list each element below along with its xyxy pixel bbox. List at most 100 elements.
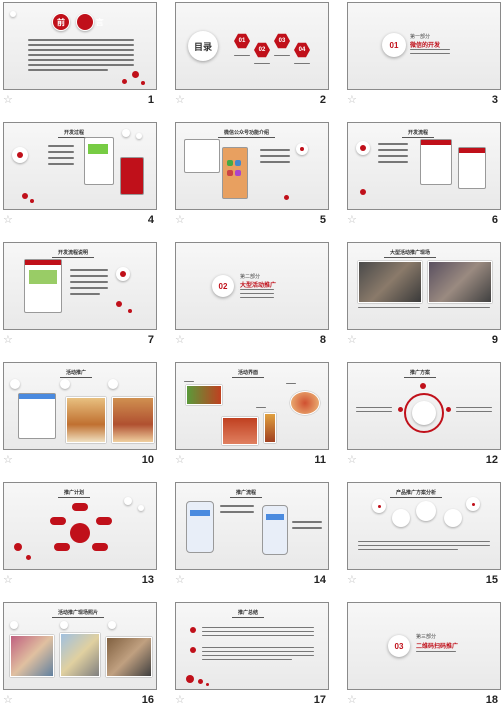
slide-preview[interactable]: 推广计划 (3, 482, 157, 570)
slide-preview[interactable]: 目录 01 02 03 04 (175, 2, 329, 90)
star-icon[interactable]: ☆ (175, 693, 185, 706)
star-icon[interactable]: ☆ (347, 453, 357, 466)
slide-thumb-2[interactable]: 目录 01 02 03 04 ☆ 2 (172, 0, 332, 118)
slide-thumb-13[interactable]: 推广计划 ☆ 13 (0, 480, 160, 598)
text-line (202, 655, 314, 656)
section-circle: 02 (212, 275, 234, 297)
slide-thumb-5[interactable]: 微信公众号功能介绍 ☆ 5 (172, 120, 332, 238)
slide-thumb-9[interactable]: 大型活动推广现场 ☆ 9 (344, 240, 502, 358)
text-line (456, 411, 492, 412)
text-line (28, 49, 134, 51)
slide-preview[interactable]: 02 第二部分 大型活动推广 (175, 242, 329, 330)
slide-number: 12 (485, 454, 498, 466)
slide-thumb-16[interactable]: 活动推广现场照片 ☆ 16 (0, 600, 160, 718)
ring-node (398, 407, 403, 412)
star-icon[interactable]: ☆ (175, 453, 185, 466)
bubble-dot (378, 505, 381, 508)
slide-number: 9 (491, 334, 498, 346)
slide-preview[interactable]: 推广流程 (175, 482, 329, 570)
slide-thumb-15[interactable]: 产品推广方案分析 ☆ 15 (344, 480, 502, 598)
slide-number: 10 (141, 454, 154, 466)
star-icon[interactable]: ☆ (3, 693, 13, 706)
star-icon[interactable]: ☆ (3, 93, 13, 106)
phone-screenshot (84, 137, 114, 185)
text-line (48, 145, 74, 147)
star-icon[interactable]: ☆ (347, 213, 357, 226)
slide-number: 11 (314, 454, 326, 466)
slide-number: 17 (313, 694, 326, 706)
icon-circle (60, 379, 70, 389)
slide-preview[interactable]: 产品推广方案分析 (347, 482, 501, 570)
slide-preview[interactable]: 开发过程 (3, 122, 157, 210)
slide-preview[interactable]: 03 第三部分 二维码扫码推广 (347, 602, 501, 690)
star-icon[interactable]: ☆ (347, 573, 357, 586)
deco-dot (206, 683, 209, 686)
icon-circle (108, 621, 116, 629)
slide-thumb-14[interactable]: 推广流程 ☆ 14 (172, 480, 332, 598)
deco-dot (124, 497, 132, 505)
star-icon[interactable]: ☆ (3, 573, 13, 586)
slide-preview[interactable]: 推广总结 (175, 602, 329, 690)
slide-title: 大型活动推广现场 (384, 249, 437, 258)
phone-screenshot (458, 147, 486, 189)
star-icon[interactable]: ☆ (347, 93, 357, 106)
star-icon[interactable]: ☆ (3, 453, 13, 466)
text-line (28, 39, 134, 41)
star-icon[interactable]: ☆ (347, 333, 357, 346)
slide-preview[interactable]: 01 第一部分 微信的开发 (347, 2, 501, 90)
text-line (240, 297, 274, 298)
text-line (48, 163, 74, 165)
slide-number: 16 (141, 694, 154, 706)
slide-title: 活动界面 (232, 369, 265, 378)
slide-thumb-7[interactable]: 开发流程说明 ☆ 7 (0, 240, 160, 358)
slide-number: 6 (491, 214, 498, 226)
star-icon[interactable]: ☆ (175, 333, 185, 346)
text-line (220, 505, 254, 507)
text-line (202, 631, 314, 632)
slide-thumb-3[interactable]: 01 第一部分 微信的开发 ☆ 3 (344, 0, 502, 118)
slide-preview[interactable]: 推广方案 (347, 362, 501, 450)
slide-thumb-18[interactable]: 03 第三部分 二维码扫码推广 ☆ 18 (344, 600, 502, 718)
event-photo (358, 261, 422, 303)
slide-title: 推广总结 (232, 609, 265, 618)
star-icon[interactable]: ☆ (3, 333, 13, 346)
slide-number: 13 (141, 574, 154, 586)
slide-preview[interactable]: 活动推广 (3, 362, 157, 450)
icon-dot (360, 145, 366, 151)
slide-thumb-10[interactable]: 活动推广 ☆ 10 (0, 360, 160, 478)
slide-thumb-4[interactable]: 开发过程 ☆ 4 (0, 120, 160, 238)
star-icon[interactable]: ☆ (175, 573, 185, 586)
text-line (70, 269, 108, 271)
text-line (294, 63, 310, 64)
slide-thumb-17[interactable]: 推广总结 ☆ 17 (172, 600, 332, 718)
slide-preview[interactable]: 活动推广现场照片 (3, 602, 157, 690)
deco-dot (136, 133, 142, 139)
star-icon[interactable]: ☆ (175, 93, 185, 106)
slide-thumb-12[interactable]: 推广方案 ☆ 12 (344, 360, 502, 478)
slide-number: 3 (491, 94, 498, 106)
text-line (28, 54, 134, 56)
toc-hex: 04 (294, 42, 310, 58)
slide-preview[interactable]: 大型活动推广现场 (347, 242, 501, 330)
slide-preview[interactable]: 开发流程说明 (3, 242, 157, 330)
star-icon[interactable]: ☆ (175, 213, 185, 226)
text-line (260, 161, 290, 163)
slide-preview[interactable]: 活动界面 (175, 362, 329, 450)
slide-thumb-8[interactable]: 02 第二部分 大型活动推广 ☆ 8 (172, 240, 332, 358)
text-line (410, 53, 450, 54)
text-line (358, 545, 490, 546)
text-line (70, 287, 108, 289)
section-heading: 二维码扫码推广 (416, 643, 459, 650)
slide-thumb-6[interactable]: 开发流程 ☆ 6 (344, 120, 502, 238)
slide-thumb-1[interactable]: 前 言 ☆ 1 (0, 0, 160, 118)
slide-thumb-11[interactable]: 活动界面 ☆ 11 (172, 360, 332, 478)
slide-preview[interactable]: 前 言 (3, 2, 157, 90)
slide-preview[interactable]: 微信公众号功能介绍 (175, 122, 329, 210)
icon-dot (300, 147, 304, 151)
slide-preview[interactable]: 开发流程 (347, 122, 501, 210)
star-icon[interactable]: ☆ (347, 693, 357, 706)
phone-screenshot (262, 505, 288, 555)
slide-title: 活动推广 (60, 369, 93, 378)
star-icon[interactable]: ☆ (3, 213, 13, 226)
phone-screenshot (186, 501, 214, 553)
